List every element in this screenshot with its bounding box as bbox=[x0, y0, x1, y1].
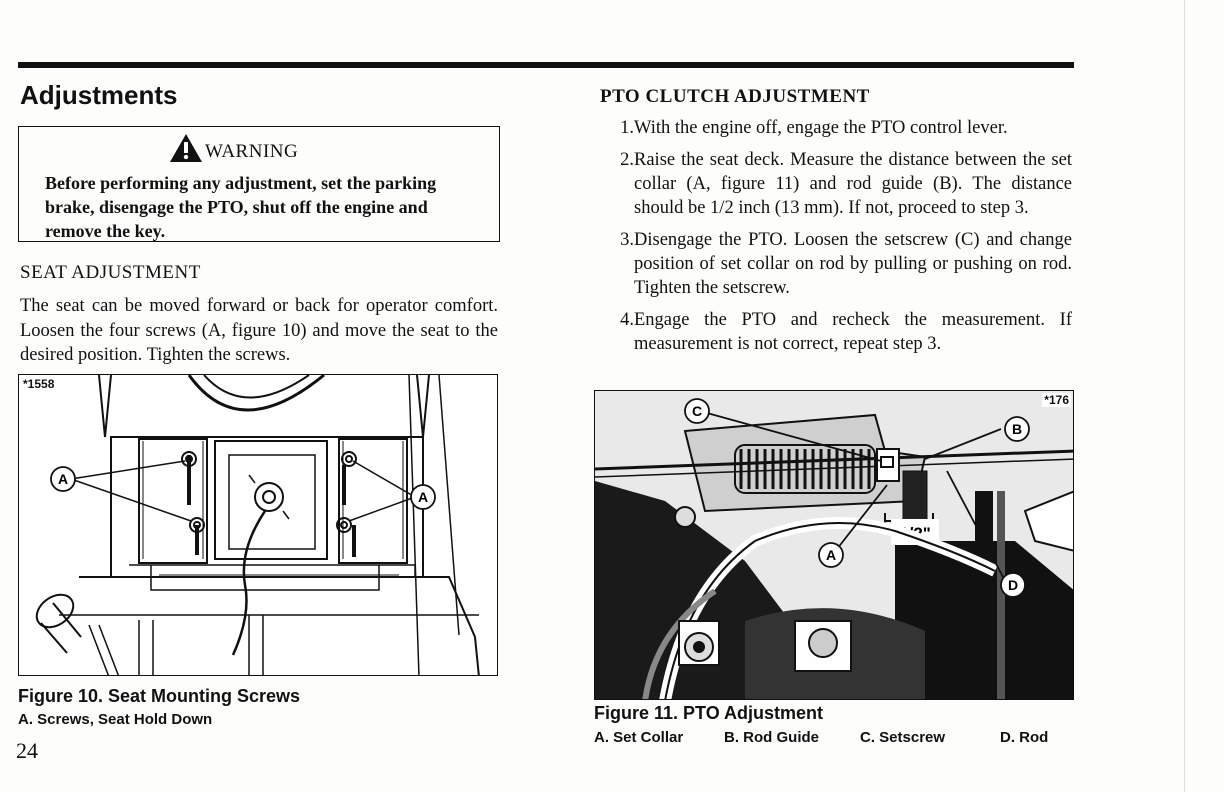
figure-10-legend: A. Screws, Seat Hold Down bbox=[18, 711, 213, 728]
section-title: Adjustments bbox=[20, 80, 178, 110]
figure-10-id: *1558 bbox=[21, 377, 57, 391]
callout-b-label: B bbox=[1012, 421, 1022, 437]
callout-a-right bbox=[410, 484, 436, 510]
figure-11-legend-d: D. Rod bbox=[1000, 729, 1049, 746]
seat-adjustment-body: The seat can be moved forward or back fo… bbox=[20, 296, 498, 365]
warning-text: Before performing any adjustment, set th… bbox=[45, 173, 437, 241]
pto-step: 2.Raise the seat deck. Measure the dista… bbox=[620, 150, 1072, 218]
callout-a-label-left: A bbox=[58, 471, 68, 487]
warning-heading: WARNING bbox=[169, 133, 298, 163]
figure-11-legend-b: B. Rod Guide bbox=[724, 729, 819, 746]
callout-c-label: C bbox=[692, 403, 702, 419]
pto-step: 1.With the engine off, engage the PTO co… bbox=[620, 118, 1008, 138]
warning-triangle-icon bbox=[170, 134, 202, 162]
seat-mounting-drawing: A A bbox=[35, 375, 480, 675]
callout-a-left bbox=[50, 466, 76, 492]
figure-11-id: *176 bbox=[1042, 393, 1071, 407]
callout-c bbox=[684, 398, 710, 424]
figure-11-caption: Figure 11. PTO Adjustment bbox=[594, 703, 824, 723]
callout-d bbox=[1000, 572, 1026, 598]
callout-b bbox=[1004, 416, 1030, 442]
figure-10-illustration: A A *1558 bbox=[18, 374, 498, 676]
warning-heading-text: WARNING bbox=[205, 141, 299, 162]
pto-step: 3.Disengage the PTO. Loosen the setscrew… bbox=[620, 230, 1072, 298]
figure-11-legend-a: A. Set Collar bbox=[594, 729, 684, 746]
pto-adjustment-photo: 1/2" C B A D bbox=[595, 391, 1073, 699]
page-edge bbox=[1184, 0, 1185, 792]
callout-d-label: D bbox=[1008, 577, 1018, 593]
figure-11-legend-c: C. Setscrew bbox=[860, 729, 946, 746]
warning-box: WARNING Before performing any adjustment… bbox=[18, 126, 500, 242]
pto-step: 4.Engage the PTO and recheck the measure… bbox=[620, 310, 1072, 354]
callout-a bbox=[818, 542, 844, 568]
pto-clutch-heading: PTO CLUTCH ADJUSTMENT bbox=[600, 86, 870, 107]
seat-adjustment-heading: SEAT ADJUSTMENT bbox=[20, 262, 201, 283]
figure-11-photo: 1/2" C B A D bbox=[594, 390, 1074, 700]
pto-steps-list: 1.With the engine off, engage the PTO co… bbox=[600, 116, 1072, 364]
figure-10-caption: Figure 10. Seat Mounting Screws bbox=[18, 686, 301, 706]
page-number: 24 bbox=[16, 738, 38, 763]
top-rule bbox=[18, 62, 1074, 68]
callout-a-label: A bbox=[826, 547, 836, 563]
callout-a-label-right: A bbox=[418, 489, 428, 505]
